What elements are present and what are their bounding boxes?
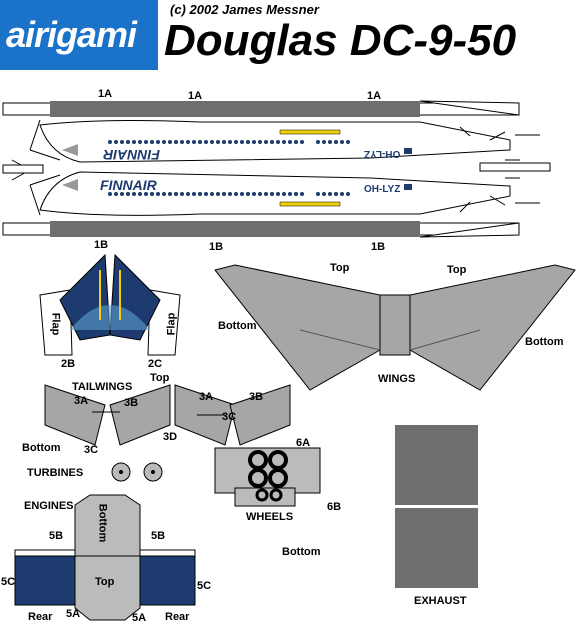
fuselage-upper: FINNAIR <box>29 119 511 163</box>
part-label-5a: 5A <box>66 608 81 620</box>
part-label-1b: 1B <box>94 239 109 251</box>
flap-label-right: Flap <box>165 312 178 336</box>
airline-mark-bottom: FINNAIR <box>100 177 158 193</box>
part-label-6a: 6A <box>296 437 311 449</box>
part-label-3d: 3D <box>163 431 178 443</box>
tail-fin <box>39 253 181 356</box>
part-label-3c: 3C <box>84 444 99 456</box>
wheels-caption: WHEELS <box>246 511 294 523</box>
part-label-6b: 6B <box>327 501 342 513</box>
part-label-5b: 5B <box>49 530 64 542</box>
part-label-1a: 1A <box>98 88 113 100</box>
wings-template <box>214 264 576 391</box>
part-label-5b: 5B <box>151 530 166 542</box>
engine-rear-right: Rear <box>165 611 190 623</box>
engine-top-label: Top <box>95 576 115 588</box>
tail-strip <box>479 162 551 172</box>
engine-bottom-label: Bottom <box>96 503 109 543</box>
registration-bottom: OH-LYZ <box>364 184 401 195</box>
part-label-1b: 1B <box>209 241 224 253</box>
part-label-1a: 1A <box>367 90 382 102</box>
wing-top-left: Top <box>330 262 350 274</box>
exhaust-template <box>395 425 478 588</box>
part-label-5c: 5C <box>1 576 16 588</box>
part-label-5a: 5A <box>132 612 147 624</box>
flap-label-left: Flap <box>49 312 62 336</box>
part-label-3c: 3C <box>222 411 237 423</box>
turbines-caption: TURBINES <box>27 467 84 479</box>
tailwings-top: Top <box>150 372 170 384</box>
bottom-label: Bottom <box>282 546 321 558</box>
tailwings-caption: TAILWINGS <box>72 381 133 393</box>
wing-bottom-left: Bottom <box>218 320 257 332</box>
tailwings-bottom: Bottom <box>22 442 61 454</box>
part-label-3b: 3B <box>249 391 264 403</box>
registration-top: OH-LYZ <box>364 148 401 159</box>
nose-strip <box>2 164 44 174</box>
fuselage-top-strip <box>2 100 520 117</box>
copyright-text: (c) 2002 James Messner <box>170 2 319 17</box>
part-label-5c: 5C <box>197 580 212 592</box>
part-label-3a: 3A <box>74 395 89 407</box>
tailwings-template <box>44 384 291 446</box>
page-title: Douglas DC-9-50 <box>164 16 517 65</box>
engines-caption: ENGINES <box>24 500 74 512</box>
logo-text: airigami <box>6 14 137 55</box>
turbine-circles <box>111 462 163 482</box>
wings-caption: WINGS <box>378 373 416 385</box>
engines-template <box>14 494 196 621</box>
part-label-3b: 3B <box>124 397 139 409</box>
engine-rear-left: Rear <box>28 611 53 623</box>
part-label-2b: 2B <box>61 358 76 370</box>
part-label-1a: 1A <box>188 90 203 102</box>
fuselage-lower: FINNAIR <box>29 171 511 216</box>
wheels-template <box>214 447 321 507</box>
airigami-logo: airigami <box>0 0 158 70</box>
part-label-3a: 3A <box>199 391 214 403</box>
airline-mark-top: FINNAIR <box>102 147 160 163</box>
wing-bottom-right: Bottom <box>525 336 564 348</box>
exhaust-caption: EXHAUST <box>414 595 467 607</box>
part-label-1b: 1B <box>371 241 386 253</box>
part-label-2c: 2C <box>148 358 163 370</box>
wing-top-right: Top <box>447 264 467 276</box>
fuselage-bottom-strip <box>2 221 520 238</box>
